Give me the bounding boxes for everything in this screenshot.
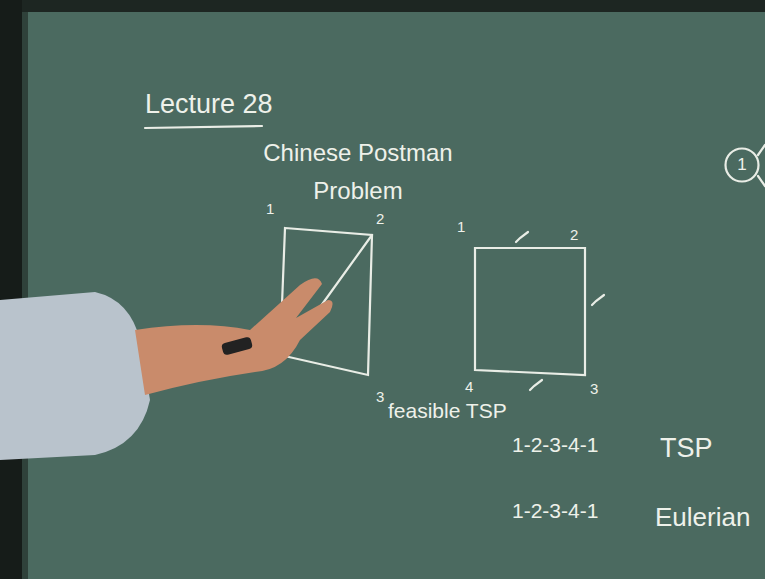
- vertex-circle: 1: [724, 147, 760, 183]
- board-frame-edge: [22, 12, 28, 579]
- graph-edge-offscreen: [758, 145, 765, 155]
- vertex-number: 3: [376, 388, 384, 406]
- board-note: TSP: [660, 432, 713, 464]
- vertex-number: 1: [457, 218, 465, 236]
- wristwatch: [221, 336, 253, 355]
- vertex-number: 2: [570, 226, 578, 244]
- board-frame-top: [0, 0, 765, 12]
- vertex-number: 4: [465, 378, 473, 396]
- hand: [135, 278, 333, 395]
- lecture-title: Lecture 28: [145, 88, 273, 120]
- tick-mark: [516, 232, 528, 242]
- board-note: Eulerian: [655, 502, 750, 533]
- vertex-number: 2: [376, 210, 384, 228]
- graph-diagonal: [318, 235, 372, 310]
- tick-mark: [530, 380, 542, 390]
- topic-heading: Chinese Postman Problem: [258, 134, 458, 210]
- board-note: feasible TSP: [388, 398, 507, 423]
- graph-square-right: [475, 248, 585, 375]
- tick-mark: [592, 295, 604, 305]
- board-frame-left: [0, 0, 22, 579]
- board-note: 1-2-3-4-1: [512, 432, 598, 457]
- sleeve: [0, 292, 150, 460]
- vertex-number: 3: [590, 380, 598, 398]
- vertex-number: 1: [266, 200, 274, 218]
- graph-edge-offscreen: [758, 176, 765, 186]
- board-note: 1-2-3-4-1: [512, 498, 598, 523]
- title-underline: [145, 126, 262, 128]
- vertex-number: 1: [724, 147, 760, 183]
